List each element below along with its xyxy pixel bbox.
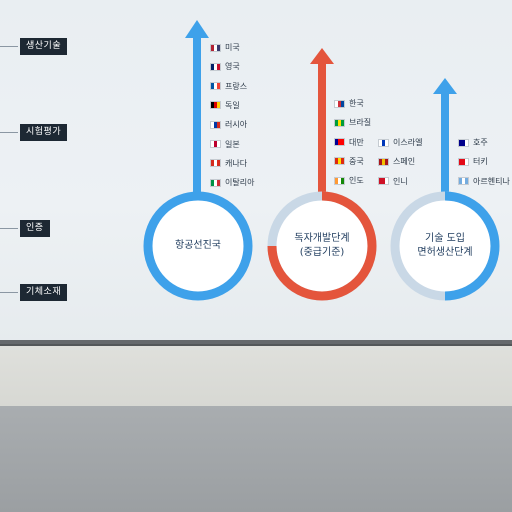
arrow-head	[433, 78, 457, 94]
country-name: 캐나다	[225, 158, 248, 168]
country-name: 미국	[225, 43, 240, 52]
country-name: 인니	[393, 176, 408, 186]
country-item: 아르헨티나	[458, 175, 510, 188]
arrow-head	[310, 48, 334, 64]
country-name: 터키	[473, 157, 488, 167]
stage-label: 생산기술	[20, 38, 68, 55]
country-name: 대만	[349, 137, 364, 147]
country-item: 미국	[210, 41, 240, 54]
country-item: 인니	[378, 175, 408, 188]
stage-connector	[0, 292, 18, 293]
flag-icon	[210, 178, 221, 187]
flag-icon	[378, 138, 389, 147]
licensed-group-arrow	[390, 78, 500, 301]
country-item: 중국	[334, 155, 364, 168]
arrow-shaft	[193, 34, 201, 196]
country-item: 캐나다	[210, 157, 247, 170]
country-name: 러시아	[225, 120, 248, 130]
country-name: 아르헨티나	[473, 176, 510, 186]
country-name: 이탈리아	[225, 178, 255, 188]
stage-connector	[0, 132, 18, 133]
country-item: 영국	[210, 60, 240, 73]
country-item: 이스라엘	[378, 136, 422, 149]
floor-background	[0, 406, 512, 512]
country-name: 이스라엘	[393, 138, 423, 147]
advanced-group-arrow	[143, 20, 253, 301]
circle-label-independent: 독자개발단계 (중급기준)	[282, 232, 362, 260]
country-item: 프랑스	[210, 80, 247, 93]
circle-label-line: 항공선진국	[175, 240, 221, 251]
country-name: 영국	[225, 62, 240, 72]
stage-connector	[0, 46, 18, 47]
country-name: 호주	[473, 138, 488, 147]
projected-slide: 생산기술 시험평가 인증 기체소재 항공선진국 독자개발단	[0, 0, 512, 344]
stage-label: 인증	[20, 220, 50, 237]
maturity-arrows	[143, 20, 500, 301]
flag-icon	[210, 82, 221, 91]
arrow-head	[185, 20, 209, 38]
stage-label: 시험평가	[20, 124, 68, 141]
country-item: 인도	[334, 174, 364, 187]
flag-icon	[458, 157, 469, 166]
country-item: 스페인	[378, 155, 415, 168]
flag-icon	[334, 138, 345, 147]
licensed-group-ring-progress	[444, 191, 500, 301]
country-name: 스페인	[393, 157, 416, 167]
country-item: 터키	[458, 155, 488, 168]
country-name: 브라질	[349, 118, 372, 128]
wall-background	[0, 346, 512, 406]
flag-icon	[378, 177, 389, 186]
country-item: 일본	[210, 138, 240, 151]
flag-icon	[210, 159, 221, 168]
country-item: 이탈리아	[210, 176, 254, 189]
independent-group-arrow	[267, 48, 377, 301]
country-name: 한국	[349, 99, 364, 108]
country-item: 대만	[334, 136, 364, 149]
stage-label: 기체소재	[20, 284, 68, 301]
advanced-group-ring	[143, 191, 253, 301]
circle-label-line: 면허생산단계	[417, 247, 473, 258]
arrow-shaft	[318, 62, 326, 196]
flag-icon	[334, 176, 345, 185]
circle-label-advanced: 항공선진국	[158, 239, 238, 253]
flag-icon	[210, 62, 221, 71]
country-name: 독일	[225, 100, 240, 110]
country-name: 인도	[349, 176, 364, 186]
country-name: 일본	[225, 139, 240, 149]
flag-icon	[458, 177, 469, 186]
country-item: 한국	[334, 97, 364, 110]
flag-icon	[378, 157, 389, 166]
flag-icon	[210, 101, 221, 110]
circle-label-line: 기술 도입	[425, 233, 465, 244]
country-item: 호주	[458, 136, 488, 149]
circle-label-licensed: 기술 도입 면허생산단계	[405, 232, 485, 260]
flag-icon	[334, 99, 345, 108]
flag-icon	[334, 157, 345, 166]
flag-icon	[210, 140, 221, 148]
flag-icon	[458, 138, 469, 147]
independent-group-ring-progress	[267, 191, 377, 301]
country-name: 프랑스	[225, 81, 248, 91]
country-item: 독일	[210, 99, 240, 112]
country-item: 브라질	[334, 116, 371, 129]
circle-label-line: (중급기준)	[299, 247, 345, 258]
screen-bottom-edge	[0, 340, 512, 346]
flag-icon	[210, 43, 221, 52]
circle-label-line: 독자개발단계	[294, 233, 350, 244]
flag-icon	[334, 118, 345, 127]
country-name: 중국	[349, 156, 364, 166]
flag-icon	[210, 120, 221, 129]
arrow-shaft	[441, 92, 449, 196]
stage-connector	[0, 228, 18, 229]
country-item: 러시아	[210, 118, 247, 131]
